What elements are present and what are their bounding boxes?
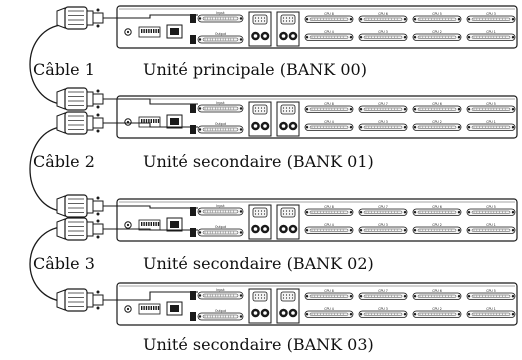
input-bracket [190,207,196,216]
lead-wire-2 [103,98,198,105]
input-bracket [190,104,196,113]
cascade-cable-2 [29,126,61,212]
cpu-port-label: CPU 1 [486,223,496,227]
cpu-port-label: CPU 3 [378,120,388,124]
cascade-cable-3 [29,226,61,302]
cable-label-1: Câble 1 [33,60,95,79]
vga-port [252,14,268,25]
input-bracket [190,14,196,23]
db-connector-6 [56,288,104,312]
cpu-port-label: CPU 5 [432,12,442,16]
cpu-port-label: CPU 1 [486,30,496,34]
cpu-port-label: CPU 2 [432,223,442,227]
cpu-port-label: CPU 8 [324,289,334,293]
db-connector-4 [56,194,104,218]
vga-port [280,14,296,25]
cascade-cable-1 [29,24,61,105]
unit-label-bank-03: Unité secondaire (BANK 03) [143,335,374,354]
cpu-port-label: CPU 4 [324,120,334,124]
cpu-port-label: CPU 8 [324,205,334,209]
cpu-port-label: CPU 2 [432,307,442,311]
cpu-port-label: CPU 6 [432,102,442,106]
cpu-port-label: CPU 7 [378,205,388,209]
lead-wire-3 [103,122,198,128]
lead-wire-6 [103,291,198,301]
cpu-port-label: CPU 6 [378,12,388,16]
cable-label-3: Câble 3 [33,254,95,273]
output-port-label: Output [215,122,227,126]
input-port-label: Input [216,11,225,15]
output-bracket [190,35,196,44]
cpu-port-label: CPU 3 [378,307,388,311]
db-connector-1 [56,6,104,30]
cpu-port-label: CPU 8 [324,12,334,16]
cpu-port-label: CPU 1 [486,120,496,124]
unit-label-bank-01: Unité secondaire (BANK 01) [143,152,374,171]
vga-port [252,291,268,302]
db-connector-3 [56,111,104,135]
lead-wire-5 [103,228,198,231]
db-connector-2 [56,87,104,111]
output-bracket [190,228,196,237]
input-bracket [190,291,196,300]
vga-port [252,104,268,115]
cpu-port-label: CPU 6 [432,289,442,293]
lead-wire-4 [103,205,198,209]
unit-label-bank-02: Unité secondaire (BANK 02) [143,254,374,273]
vga-port [280,207,296,218]
output-port-label: Output [215,32,227,36]
vga-port [280,291,296,302]
lead-wire-1 [103,14,198,19]
cpu-port-label: CPU 1 [486,307,496,311]
cpu-port-label: CPU 3 [378,30,388,34]
cpu-port-label: CPU 8 [324,102,334,106]
cpu-port-label: CPU 4 [324,30,334,34]
unit-label-bank-00: Unité principale (BANK 00) [143,60,367,79]
cpu-port-label: CPU 5 [486,205,496,209]
cpu-port-label: CPU 6 [432,205,442,209]
input-port-label: Input [216,204,225,208]
cpu-port-label: CPU 3 [486,12,496,16]
output-port-label: Output [215,225,227,229]
cpu-port-label: CPU 7 [378,289,388,293]
input-port-label: Input [216,288,225,292]
cpu-port-label: CPU 7 [378,102,388,106]
cpu-port-label: CPU 5 [486,289,496,293]
cpu-port-label: CPU 5 [486,102,496,106]
output-bracket [190,312,196,321]
cpu-port-label: CPU 2 [432,120,442,124]
cpu-port-label: CPU 4 [324,223,334,227]
vga-port [252,207,268,218]
db-connector-5 [56,217,104,241]
cpu-port-label: CPU 3 [378,223,388,227]
cpu-port-label: CPU 4 [324,307,334,311]
vga-port [280,104,296,115]
cable-label-2: Câble 2 [33,152,95,171]
input-port-label: Input [216,101,225,105]
output-bracket [190,125,196,134]
output-port-label: Output [215,309,227,313]
cpu-port-label: CPU 2 [432,30,442,34]
